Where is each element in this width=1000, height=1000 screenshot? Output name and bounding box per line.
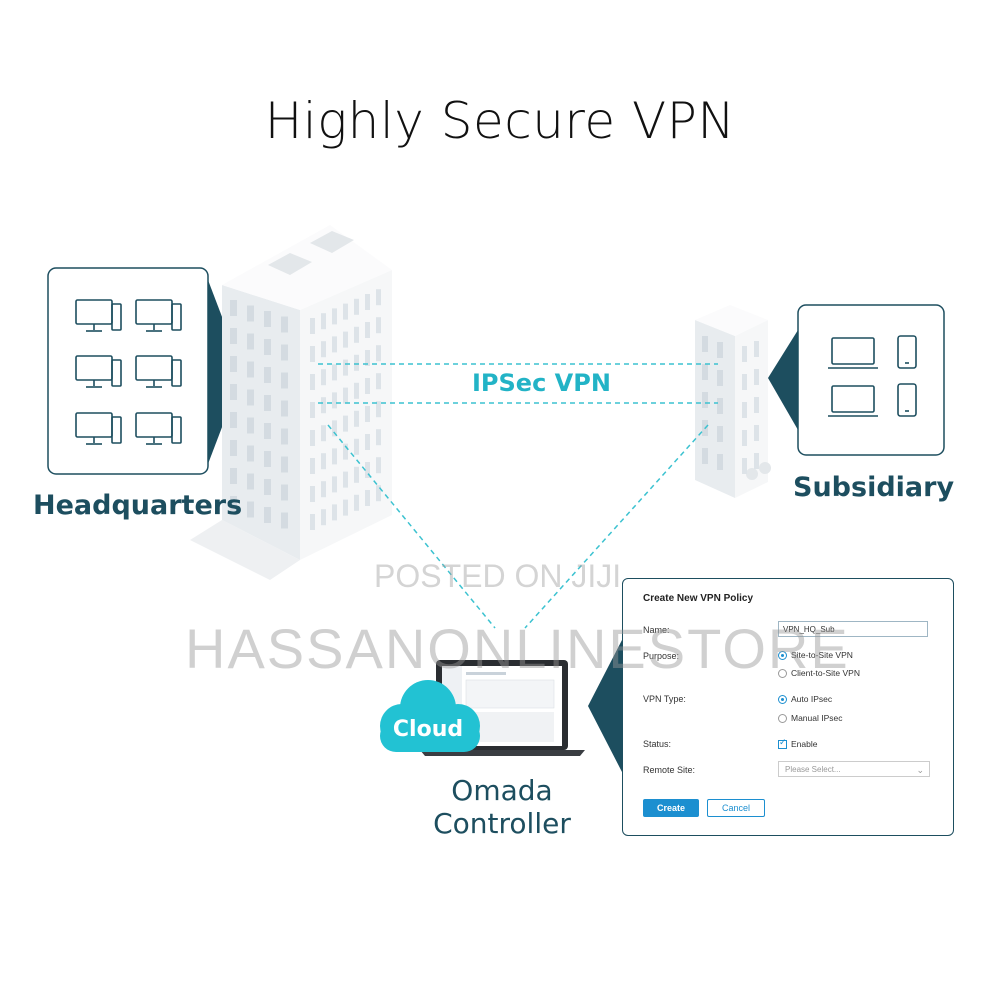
laptop-icon — [828, 337, 878, 369]
desktop-pc-icon — [75, 299, 122, 332]
subsidiary-device-panel — [768, 304, 945, 456]
manual-ipsec-option: Manual IPsec — [791, 713, 843, 723]
page-title: Highly Secure VPN — [264, 92, 736, 150]
name-label: Name: — [643, 625, 670, 635]
panel-pointer — [588, 640, 622, 772]
client-to-site-radio[interactable] — [778, 669, 787, 678]
desktop-pc-icon — [135, 299, 182, 332]
desktop-pc-icon — [75, 355, 122, 388]
desktop-pc-icon — [75, 412, 122, 445]
phone-icon — [897, 383, 917, 417]
name-input[interactable]: VPN_HQ_Sub — [778, 621, 928, 637]
form-title: Create New VPN Policy — [643, 593, 754, 604]
subsidiary-label: Subsidiary — [793, 472, 955, 503]
remote-site-label: Remote Site: — [643, 765, 696, 775]
vpn-tunnel-lines — [318, 363, 718, 629]
laptop-icon — [828, 385, 878, 417]
ipsec-vpn-label: IPSec VPN — [472, 369, 611, 397]
purpose-label: Purpose: — [643, 651, 680, 661]
site-to-site-option: Site-to-Site VPN — [791, 650, 853, 660]
auto-ipsec-radio[interactable] — [778, 695, 787, 704]
remote-site-select[interactable]: Please Select... ⌄ — [778, 761, 930, 777]
desktop-pc-icon — [135, 355, 182, 388]
create-button[interactable]: Create — [643, 799, 699, 817]
vpn-policy-form: Create New VPN Policy Name: VPN_HQ_Sub P… — [622, 578, 954, 836]
vpn-type-label: VPN Type: — [643, 694, 686, 704]
cloud-label: Cloud — [392, 717, 464, 742]
auto-ipsec-option: Auto IPsec — [791, 694, 833, 704]
omada-label-line1: Omada — [451, 774, 553, 807]
watermark-line1: POSTED ON JIJI — [374, 558, 622, 594]
subsidiary-building-icon — [695, 305, 771, 498]
enable-option: Enable — [791, 739, 818, 749]
enable-checkbox[interactable] — [778, 738, 787, 749]
headquarters-device-panel — [47, 267, 243, 475]
remote-site-placeholder: Please Select... — [785, 765, 841, 774]
site-to-site-radio[interactable] — [778, 651, 787, 660]
headquarters-label: Headquarters — [33, 490, 243, 521]
watermark-line2: HASSANONLINESTORE — [185, 617, 850, 680]
manual-ipsec-radio[interactable] — [778, 714, 787, 723]
status-label: Status: — [643, 739, 672, 749]
desktop-pc-icon — [135, 412, 182, 445]
cloud-icon — [380, 680, 480, 752]
headquarters-building-icon — [190, 225, 392, 580]
client-to-site-option: Client-to-Site VPN — [791, 668, 860, 678]
cancel-button[interactable]: Cancel — [707, 799, 765, 817]
omada-controller-label: Omada Controller — [420, 774, 584, 840]
phone-icon — [897, 335, 917, 369]
chevron-down-icon: ⌄ — [916, 765, 924, 775]
omada-label-line2: Controller — [433, 807, 571, 840]
